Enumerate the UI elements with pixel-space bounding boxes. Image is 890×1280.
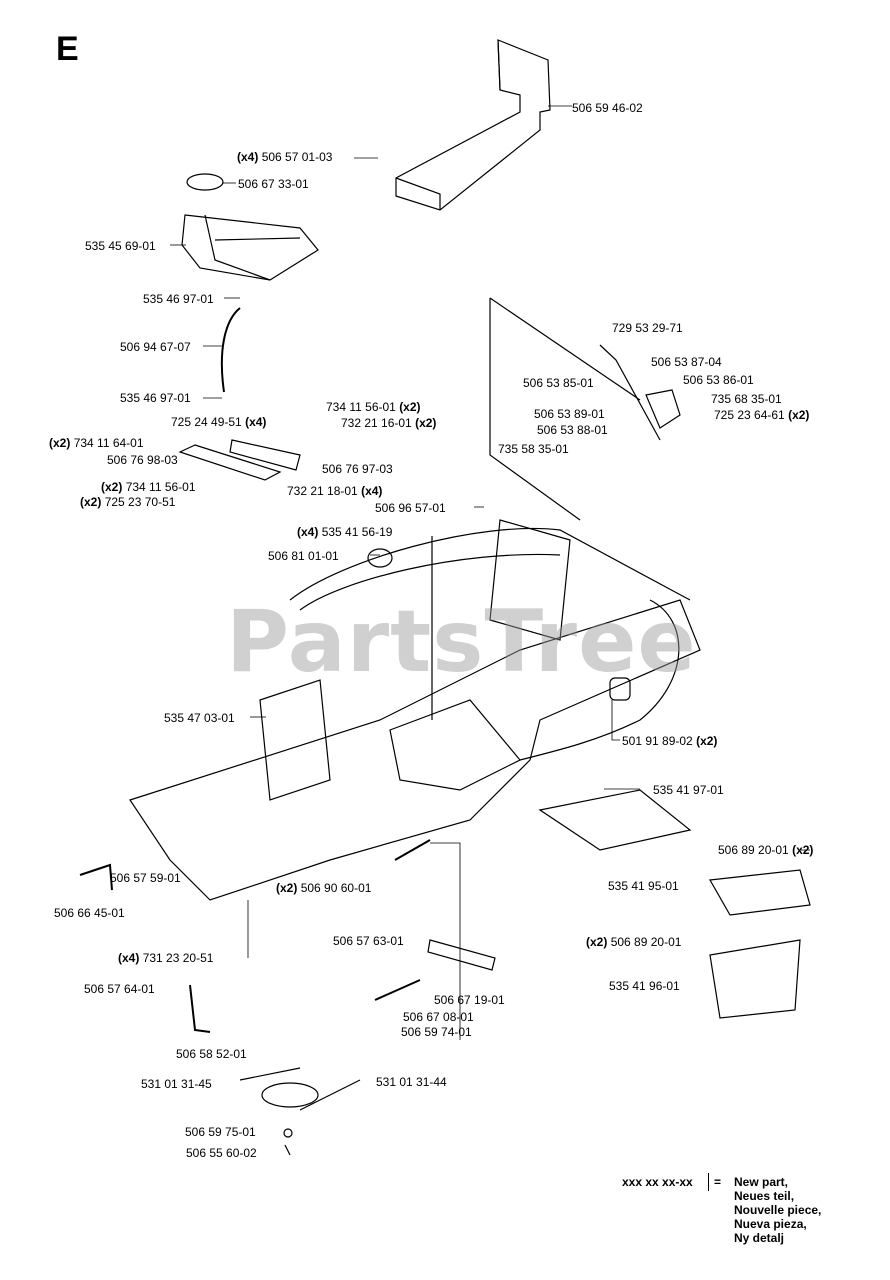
part-number: 734 11 56-01 <box>125 480 196 494</box>
part-label: (x2) 725 23 70-51 <box>80 495 175 509</box>
quantity: (x2) <box>586 935 608 949</box>
control-bracket-drawing <box>178 439 301 481</box>
part-label: 535 47 03-01 <box>164 711 235 725</box>
part-label: 506 53 87-04 <box>651 355 722 369</box>
rear-shield-drawing <box>538 789 811 1019</box>
part-number: 732 21 18-01 <box>287 484 358 498</box>
part-label: 725 23 64-61 (x2) <box>714 408 809 422</box>
part-number: 734 11 64-01 <box>73 436 144 450</box>
part-label: 506 76 97-03 <box>322 462 393 476</box>
legend-code: xxx xx xx-xx <box>622 1175 693 1189</box>
part-label: 506 57 63-01 <box>333 934 404 948</box>
legend-lines: New part, Neues teil, Nouvelle piece, Nu… <box>734 1175 821 1245</box>
part-label: 501 91 89-02 (x2) <box>622 734 717 748</box>
quantity: (x4) <box>237 150 259 164</box>
part-label: 535 45 69-01 <box>85 239 156 253</box>
legend-line: Neues teil, <box>734 1189 795 1203</box>
quantity: (x2) <box>415 416 437 430</box>
part-label: 506 81 01-01 <box>268 549 339 563</box>
part-number: 535 41 56-19 <box>321 525 393 539</box>
part-label: 732 21 16-01 (x2) <box>341 416 436 430</box>
part-label: 531 01 31-45 <box>141 1077 212 1091</box>
quantity: (x4) <box>245 415 267 429</box>
part-label: 535 46 97-01 <box>120 391 191 405</box>
legend-line: Nouvelle piece, <box>734 1203 822 1217</box>
part-label: 506 67 33-01 <box>238 177 309 191</box>
part-label: 531 01 31-44 <box>376 1075 447 1089</box>
part-label: 506 57 59-01 <box>110 871 181 885</box>
part-number: 731 23 20-51 <box>142 951 214 965</box>
part-label: 506 67 19-01 <box>434 993 505 1007</box>
part-number: 506 57 01-03 <box>261 150 333 164</box>
part-label: 506 59 75-01 <box>185 1125 256 1139</box>
part-label: 506 94 67-07 <box>120 340 191 354</box>
part-label: 506 55 60-02 <box>186 1146 257 1160</box>
part-label: 725 24 49-51 (x4) <box>171 415 266 429</box>
main-frame-drawing <box>129 519 701 901</box>
part-number: 506 89 20-01 <box>718 843 789 857</box>
part-label: 506 59 74-01 <box>401 1025 472 1039</box>
part-label: (x2) 506 90 60-01 <box>276 881 371 895</box>
lever-assembly-drawing <box>489 297 681 521</box>
part-label: 735 68 35-01 <box>711 392 782 406</box>
part-label: 535 41 96-01 <box>609 979 680 993</box>
legend-marker-bar <box>708 1173 709 1191</box>
quantity: (x4) <box>297 525 319 539</box>
part-label: (x2) 734 11 64-01 <box>49 436 144 450</box>
legend-line: New part, <box>734 1175 789 1189</box>
part-label: 506 89 20-01 (x2) <box>718 843 813 857</box>
part-label: 729 53 29-71 <box>612 321 683 335</box>
quantity: (x4) <box>118 951 140 965</box>
quantity: (x2) <box>788 408 810 422</box>
part-label: (x4) 731 23 20-51 <box>118 951 213 965</box>
part-number: 732 21 16-01 <box>341 416 412 430</box>
part-label: 506 53 89-01 <box>534 407 605 421</box>
legend-line: Ny detalj <box>734 1231 785 1245</box>
part-label: (x4) 506 57 01-03 <box>237 150 332 164</box>
part-label: 506 57 64-01 <box>84 982 155 996</box>
part-number: 501 91 89-02 <box>622 734 693 748</box>
part-number: 725 23 70-51 <box>104 495 176 509</box>
part-label: (x4) 535 41 56-19 <box>297 525 392 539</box>
lower-parts-drawing <box>79 839 496 1156</box>
fuel-line-drawing <box>220 307 241 393</box>
part-label: 506 66 45-01 <box>54 906 125 920</box>
part-number: 506 89 20-01 <box>610 935 682 949</box>
part-label: 506 96 57-01 <box>375 501 446 515</box>
part-label: 506 67 08-01 <box>403 1010 474 1024</box>
part-number: 725 23 64-61 <box>714 408 785 422</box>
section-letter: E <box>56 30 79 68</box>
part-label: 732 21 18-01 (x4) <box>287 484 382 498</box>
part-label: 535 46 97-01 <box>143 292 214 306</box>
part-number: 734 11 56-01 <box>326 400 396 414</box>
part-number: 506 90 60-01 <box>300 881 372 895</box>
legend-line: Nueva pieza, <box>734 1217 807 1231</box>
quantity: (x2) <box>49 436 71 450</box>
part-label: 506 53 88-01 <box>537 423 608 437</box>
part-label: 535 41 97-01 <box>653 783 724 797</box>
part-label: 734 11 56-01 (x2) <box>326 400 421 414</box>
part-label: 506 53 85-01 <box>523 376 594 390</box>
quantity: (x2) <box>101 480 123 494</box>
part-label: 506 53 86-01 <box>683 373 754 387</box>
part-label: (x2) 734 11 56-01 <box>101 480 196 494</box>
part-label: (x2) 506 89 20-01 <box>586 935 681 949</box>
part-label: 535 41 95-01 <box>608 879 679 893</box>
part-label: 506 58 52-01 <box>176 1047 247 1061</box>
legend-equals: = <box>714 1175 722 1189</box>
part-number: 725 24 49-51 <box>171 415 242 429</box>
quantity: (x2) <box>696 734 718 748</box>
part-label: 506 76 98-03 <box>107 453 178 467</box>
watermark: PartsTree <box>226 592 697 692</box>
quantity: (x2) <box>80 495 102 509</box>
quantity: (x2) <box>276 881 298 895</box>
quantity: (x2) <box>792 843 814 857</box>
seat-pan-drawing <box>395 39 551 211</box>
quantity: (x2) <box>399 400 421 414</box>
leader-lines <box>170 105 810 1040</box>
part-label: 735 58 35-01 <box>498 442 569 456</box>
part-label: 506 59 46-02 <box>572 101 643 115</box>
quantity: (x4) <box>361 484 383 498</box>
